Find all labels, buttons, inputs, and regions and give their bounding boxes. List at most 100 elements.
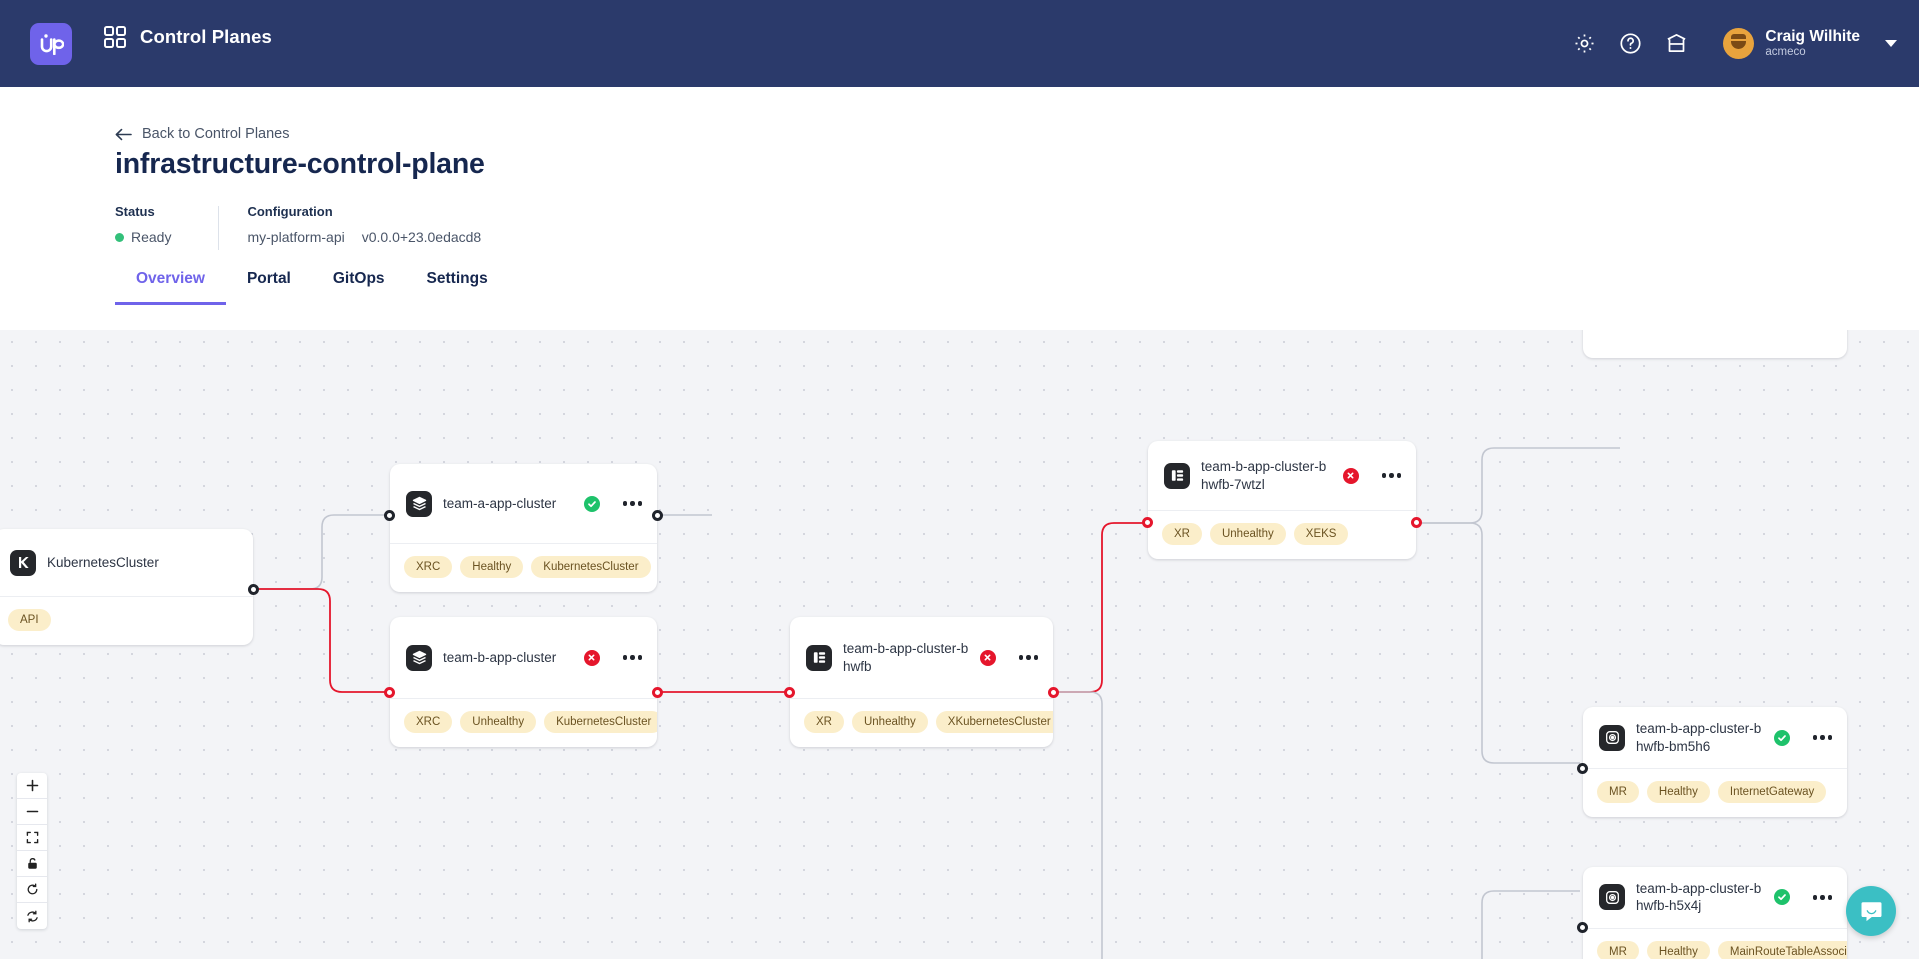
tag: MainRouteTableAssociation [1717,940,1847,959]
status-healthy-icon [1773,889,1790,906]
user-name: Craig Wilhite [1765,27,1860,45]
zoom-out-icon[interactable] [17,799,47,825]
user-menu[interactable]: Craig Wilhite acmeco [1723,28,1897,59]
up-logo-icon [40,34,64,55]
kubernetes-claim-icon [10,549,36,576]
node-title: team-b-app-cluster-bhwfb [843,641,969,674]
node-menu-button[interactable] [622,655,642,660]
node-menu-button[interactable] [1812,735,1832,740]
tab-bar: Overview Portal GitOps Settings [115,270,509,305]
user-org: acmeco [1765,45,1806,58]
tag: Healthy [460,556,524,578]
back-to-control-planes-link[interactable]: Back to Control Planes [115,126,290,142]
tag: XR [1162,523,1202,545]
status-badge: Ready [115,229,171,245]
configuration-label: Configuration [247,204,333,219]
graph-node[interactable]: team-b-app-cluster-bhwfb XR Unhealthy XK… [784,617,1059,747]
graph-node-partial[interactable] [1583,330,1847,358]
node-title: KubernetesCluster [47,554,159,570]
node-title: team-b-app-cluster-bhwfb-h5x4j [1636,881,1762,914]
node-port-left[interactable] [384,510,395,521]
page-header: Back to Control Planes infrastructure-co… [0,87,1919,330]
node-port-left[interactable] [384,687,395,698]
graph-node[interactable]: team-a-app-cluster XRC Healthy Kubernete… [384,464,663,592]
node-menu-button[interactable] [1381,473,1401,478]
node-menu-button[interactable] [1018,655,1038,660]
layers-icon [406,644,432,671]
node-header: team-b-app-cluster-bhwfb [790,617,1053,699]
tag: KubernetesCluster [531,556,651,578]
upbound-logo[interactable] [30,23,72,65]
node-header: team-b-app-cluster-bhwfb-bm5h6 [1583,707,1847,769]
node-menu-button[interactable] [1812,895,1832,900]
node-port-right[interactable] [1411,517,1422,528]
managed-resource-icon [1599,884,1625,911]
node-tags: MR Healthy InternetGateway [1583,769,1847,817]
status-value: Ready [131,229,172,245]
node-menu-button[interactable] [622,501,642,506]
help-circle-icon[interactable] [1607,21,1653,67]
graph-node[interactable]: KubernetesCluster API [0,529,259,645]
composite-icon [1164,462,1190,489]
tag: InternetGateway [1717,781,1827,803]
node-tags: API [0,597,253,645]
graph-node[interactable]: team-b-app-cluster-bhwfb-7wtzl XR Unheal… [1142,441,1422,559]
node-port-left[interactable] [784,687,795,698]
tag: XKubernetesCluster [935,711,1053,733]
node-port-right[interactable] [248,584,259,595]
node-title: team-b-app-cluster-bhwfb-bm5h6 [1636,721,1762,754]
tag: API [8,609,51,631]
layers-icon [406,490,432,517]
node-port-right[interactable] [1048,687,1059,698]
resource-graph-canvas[interactable]: KubernetesCluster API team-a-app-cluster… [0,330,1919,959]
arrow-left-icon [115,128,132,140]
status-label: Status [115,204,155,219]
tag: XRC [404,711,453,733]
tab-settings[interactable]: Settings [426,270,488,287]
graph-node[interactable]: team-b-app-cluster-bhwfb-h5x4j MR Health… [1577,867,1847,959]
nav-title: Control Planes [140,26,272,47]
node-port-right[interactable] [652,510,663,521]
status-unhealthy-icon [1342,467,1359,484]
tag: Unhealthy [1209,523,1286,545]
configuration-block: Configuration my-platform-api v0.0.0+23.… [247,204,481,245]
canvas-zoom-controls [17,773,47,929]
gear-icon[interactable] [1561,21,1607,67]
tab-gitops[interactable]: GitOps [332,270,385,287]
node-port-left[interactable] [1577,763,1588,774]
zoom-in-icon[interactable] [17,773,47,799]
chevron-down-icon[interactable] [1885,40,1897,47]
refresh-icon[interactable] [17,903,47,929]
status-dot-icon [115,232,124,242]
back-link-label: Back to Control Planes [142,126,290,142]
tag: Unhealthy [460,711,537,733]
tag: Healthy [1646,781,1710,803]
node-port-right[interactable] [652,687,663,698]
tab-portal[interactable]: Portal [246,270,291,287]
composite-icon [806,644,832,671]
tab-overview[interactable]: Overview [115,270,226,305]
grid-icon [104,26,126,48]
lock-icon[interactable] [17,851,47,877]
marketplace-icon[interactable] [1653,21,1699,67]
status-block: Status Ready [115,204,171,245]
status-healthy-icon [1773,729,1790,746]
configuration-name: my-platform-api [247,229,345,245]
fit-view-icon[interactable] [17,825,47,851]
graph-node[interactable]: team-b-app-cluster XRC Unhealthy Kuberne… [384,617,663,747]
chat-bubble-icon[interactable] [1846,886,1896,936]
tag: XRC [404,556,453,578]
node-port-left[interactable] [1577,922,1588,933]
node-header: team-b-app-cluster-bhwfb-h5x4j [1583,867,1847,929]
nav-right-group: Craig Wilhite acmeco [1561,0,1897,87]
nav-control-planes[interactable]: Control Planes [104,26,272,48]
node-title: team-b-app-cluster [443,649,557,665]
graph-node[interactable]: team-b-app-cluster-bhwfb-bm5h6 MR Health… [1577,707,1847,817]
tag: MR [1597,940,1639,959]
tag: Healthy [1646,940,1710,959]
node-port-left[interactable] [1142,517,1153,528]
reset-icon[interactable] [17,877,47,903]
page-title: infrastructure-control-plane [115,148,485,180]
metadata-divider [218,206,220,250]
tag: KubernetesCluster [544,711,657,733]
